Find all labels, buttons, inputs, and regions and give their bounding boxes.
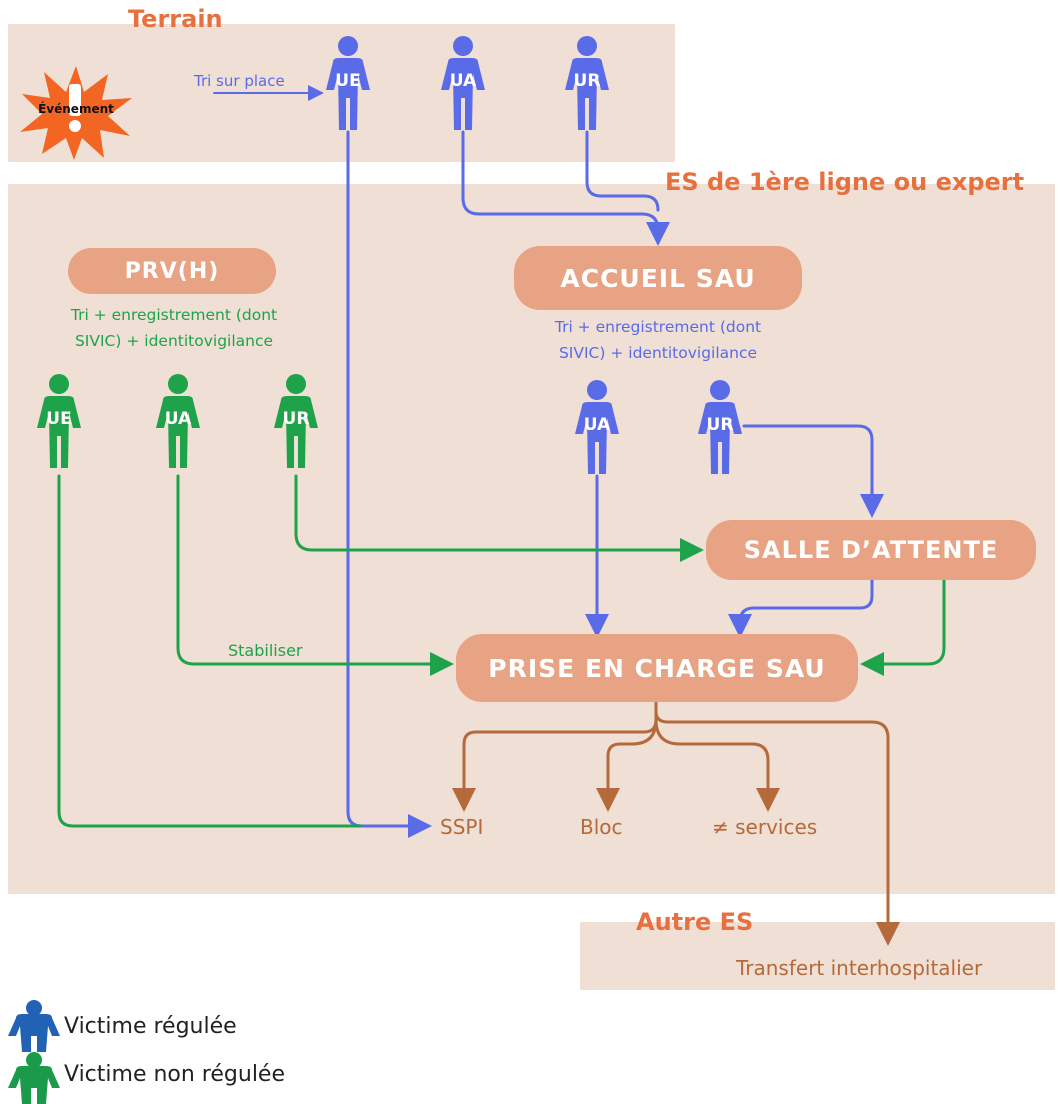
victim-code: UR	[283, 409, 310, 429]
prv-caption: Tri + enregistrement (dont SIVIC) + iden…	[24, 302, 324, 354]
ua-prv-to-prise-arrow	[176, 474, 454, 676]
accueil-caption: Tri + enregistrement (dont SIVIC) + iden…	[506, 314, 810, 366]
accueil-sau-pill: ACCUEIL SAU	[514, 246, 802, 310]
ur-to-accueil-arrow	[585, 130, 660, 212]
ur-prv-to-salle-arrow	[294, 474, 704, 562]
accueil-caption-line-1: Tri + enregistrement (dont	[554, 318, 762, 336]
person-icon: UR	[565, 36, 609, 130]
victim-code: UA	[450, 71, 477, 91]
victim-code: UR	[574, 71, 601, 91]
prise-to-services-arrow	[654, 718, 780, 812]
prise-to-sspi-arrow	[452, 700, 658, 812]
legend: Victime régulée Victime non régulée	[6, 1000, 366, 1104]
victim-terrain-ua: UA	[440, 36, 486, 130]
person-icon: UE	[326, 36, 370, 130]
salle-to-prise-blue-arrow	[728, 578, 874, 638]
person-blue-icon	[8, 1000, 60, 1052]
stabiliser-label: Stabiliser	[228, 641, 303, 660]
ue-prv-to-sspi-arrow	[57, 474, 362, 828]
ue-to-sspi-arrow	[346, 130, 432, 838]
victim-code: UE	[46, 409, 71, 429]
prise-to-transfert-arrow	[654, 710, 900, 946]
prv-caption-line-2: SIVIC) + identitovigilance	[74, 332, 274, 350]
event-label: Événement	[38, 101, 114, 116]
victim-code: UE	[335, 71, 360, 91]
terrain-title: Terrain	[128, 5, 223, 33]
victim-terrain-ue: UE	[325, 36, 371, 130]
legend-non-regulee-label: Victime non régulée	[64, 1062, 285, 1087]
prv-pill: PRV(H)	[68, 248, 276, 294]
victim-prv-ua: UA	[155, 374, 201, 468]
prv-caption-line-1: Tri + enregistrement (dont	[70, 306, 278, 324]
autre-es-title: Autre ES	[636, 908, 754, 936]
victim-code: UA	[165, 409, 192, 429]
person-icon: UR	[274, 374, 318, 468]
autre-es-zone	[580, 922, 1055, 990]
services-label: ≠ services	[712, 815, 818, 839]
explosion-icon: Événement	[20, 66, 132, 160]
es-title: ES de 1ère ligne ou expert	[665, 168, 1025, 196]
salle-attente-pill: SALLE D’ATTENTE	[706, 520, 1036, 580]
victim-code: UR	[707, 415, 734, 435]
tri-sur-place-label: Tri sur place	[194, 72, 285, 90]
victim-prv-ur: UR	[273, 374, 319, 468]
salle-to-prise-green-arrow	[860, 578, 946, 676]
victim-accueil-ur: UR	[697, 380, 743, 474]
legend-regulee-label: Victime régulée	[64, 1014, 237, 1039]
victim-code: UA	[584, 415, 611, 435]
victim-terrain-ur: UR	[564, 36, 610, 130]
person-icon: UA	[575, 380, 619, 474]
ua-to-accueil-arrow	[461, 130, 670, 246]
victim-accueil-ua: UA	[574, 380, 620, 474]
event-burst: Événement	[16, 64, 136, 160]
ur-to-salle-arrow	[742, 424, 884, 518]
person-icon: UR	[698, 380, 742, 474]
transfert-label: Transfert interhospitalier	[736, 956, 983, 980]
sspi-label: SSPI	[440, 815, 484, 839]
person-icon: UA	[156, 374, 200, 468]
prise-en-charge-pill: PRISE EN CHARGE SAU	[456, 634, 858, 702]
prise-to-bloc-arrow	[596, 718, 658, 812]
person-icon: UA	[441, 36, 485, 130]
victim-prv-ue: UE	[36, 374, 82, 468]
person-green-icon	[8, 1052, 60, 1104]
accueil-caption-line-2: SIVIC) + identitovigilance	[558, 344, 758, 362]
bloc-label: Bloc	[580, 815, 623, 839]
person-icon: UE	[37, 374, 81, 468]
